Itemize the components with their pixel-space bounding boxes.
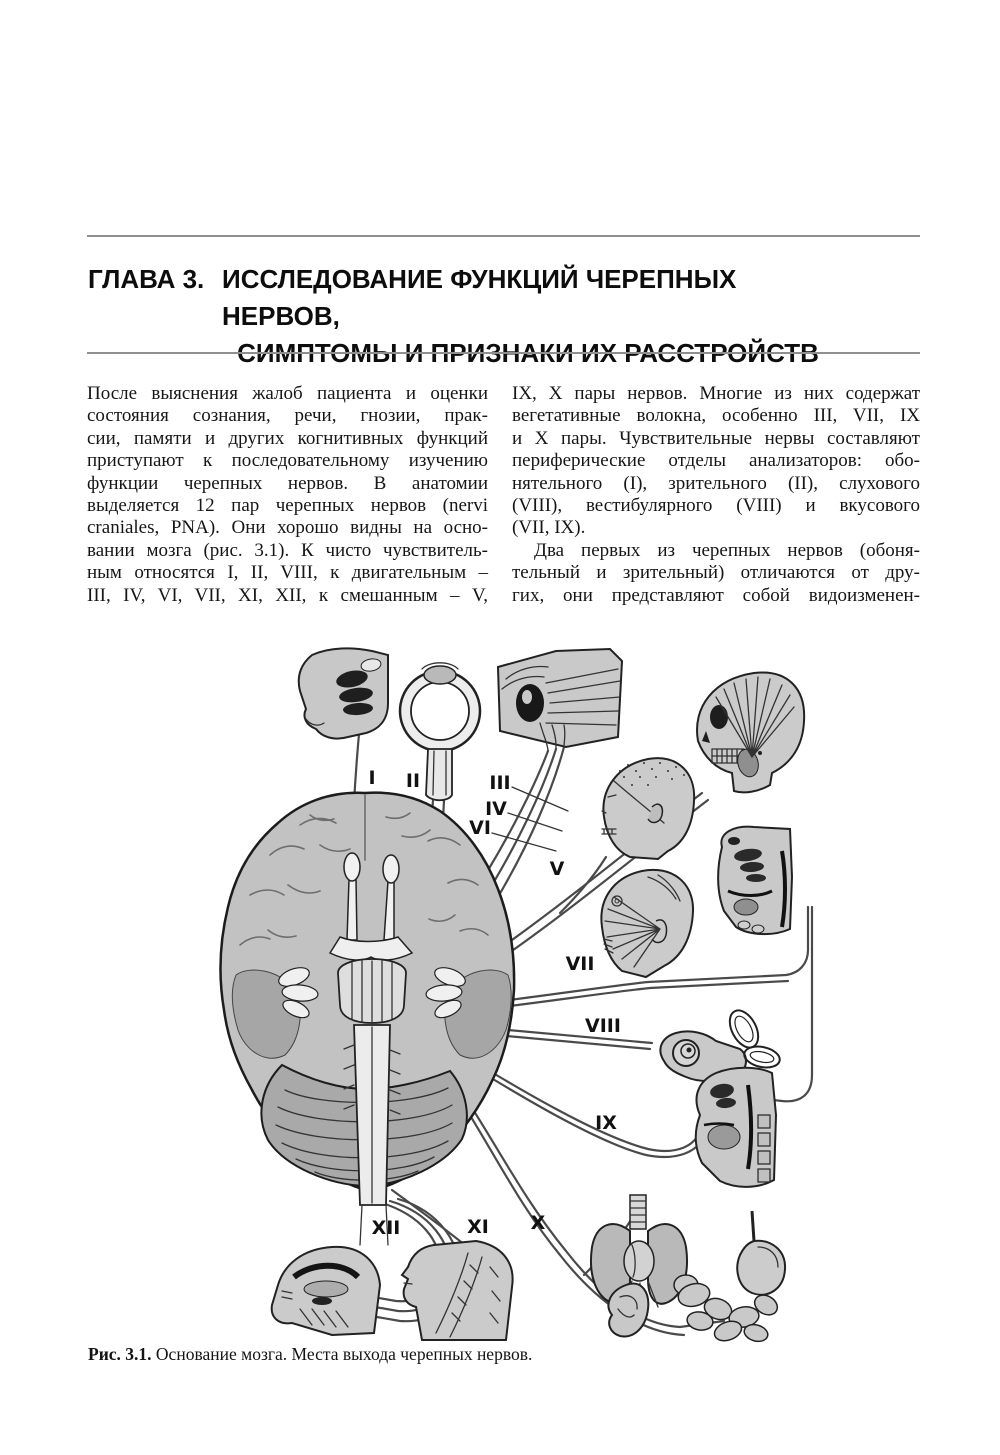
body-line: приступают к последовательному изучению	[87, 450, 488, 472]
organ-tongue-mouth-illustration	[270, 1245, 382, 1337]
body-line: функции черепных нервов. В анатомии	[87, 472, 488, 494]
label-nerve-i: I	[368, 767, 375, 789]
body-line: craniales, PNA). Они хорошо видны на осн…	[87, 517, 488, 539]
organ-nose-olfactory-illustration	[297, 647, 389, 740]
organ-eyeball-optic-illustration	[398, 662, 482, 802]
label-nerve-ix: IX	[595, 1112, 617, 1134]
body-line: вегетативные волокна, особенно III, VII,…	[512, 405, 920, 427]
figure-caption-text: Основание мозга. Места выхода черепных н…	[151, 1344, 533, 1364]
figure-caption-label: Рис. 3.1.	[88, 1344, 152, 1364]
leader-vi	[491, 832, 557, 852]
body-column-left: После выяснения жалоб пациента и оценки …	[87, 383, 488, 607]
heading-rule-bottom	[87, 352, 920, 354]
chapter-title-line1: ИССЛЕДОВАНИЕ ФУНКЦИЙ ЧЕРЕПНЫХ НЕРВОВ,	[222, 264, 737, 331]
arterial-branches	[278, 967, 466, 1019]
body-line: периферические отделы анализаторов: обо-	[512, 450, 920, 472]
label-nerve-v: V	[550, 858, 565, 880]
organ-face-mimic-muscles-illustration	[600, 868, 695, 979]
body-line: IX, X пары нервов. Многие из них содержа…	[512, 383, 920, 404]
body-line: Два первых из черепных нервов (обоня-	[534, 539, 920, 561]
label-nerve-xii: XII	[372, 1217, 401, 1239]
organ-skull-masticatory-illustration	[696, 671, 806, 794]
body-line: После выяснения жалоб пациента и оценки	[87, 383, 488, 404]
label-nerve-iii: III	[489, 772, 510, 794]
body-line: нятельного (I), зрительного (II), слухов…	[512, 472, 920, 494]
label-nerve-iv: IV	[485, 798, 507, 820]
label-nerve-ii: II	[406, 770, 420, 792]
brain-basal-view-illustration	[219, 791, 516, 1246]
label-nerve-xi: XI	[467, 1216, 489, 1238]
figure-caption: Рис. 3.1. Основание мозга. Места выхода …	[88, 1344, 532, 1365]
brain-base-cranial-nerves-figure: I II III IV VI V VII VIII IX X XI XII	[219, 647, 814, 1343]
scalp-stipple	[619, 762, 685, 786]
label-nerve-x: X	[531, 1212, 546, 1234]
body-line: (VII, IX).	[512, 517, 586, 539]
organ-nasal-oral-section-illustration	[717, 825, 794, 935]
organ-stomach-intestines-illustration	[673, 1210, 787, 1343]
body-line: вании мозга (рис. 3.1). К чисто чувствит…	[87, 539, 488, 561]
heading-rule-top	[87, 235, 920, 237]
body-line: тельный и зрительный) отличаются от дру-	[512, 562, 920, 584]
organ-pharynx-illustration	[694, 1066, 778, 1188]
label-nerve-vi: VI	[469, 817, 491, 839]
body-line: выделяется 12 пар черепных нервов (nervi	[87, 495, 488, 517]
body-line: гих, они представляют собой видоизменен-	[512, 584, 920, 606]
leader-iv	[507, 812, 563, 832]
label-nerve-viii: VIII	[585, 1015, 621, 1037]
organ-head-trigeminal-illustration	[601, 757, 696, 861]
nerve-number-labels: I II III IV VI V VII VIII IX X XI XII	[368, 767, 621, 1239]
body-line: сии, памяти и других когнитивных функций	[87, 427, 488, 449]
chapter-title: ИССЛЕДОВАНИЕ ФУНКЦИЙ ЧЕРЕПНЫХ НЕРВОВ, СИ…	[222, 261, 834, 372]
organ-ear-pinna-illustration	[607, 1282, 650, 1338]
body-column-right: IX, X пары нервов. Многие из них содержа…	[512, 383, 920, 607]
chapter-label: ГЛАВА 3.	[88, 264, 205, 294]
label-nerve-vii: VII	[566, 953, 595, 975]
organ-orbit-eye-muscles-illustration	[496, 647, 624, 752]
olfactory-tracts	[343, 852, 400, 941]
body-line: III, IV, VI, VII, XI, XII, к смешанным –…	[87, 584, 488, 606]
body-line: состояния сознания, речи, гнозии, прак-	[87, 405, 488, 427]
body-line: и X пары. Чувствительные нервы составляю…	[512, 427, 920, 449]
figure-3-1: I II III IV VI V VII VIII IX X XI XII	[0, 645, 1000, 1345]
body-line: (VIII), вестибулярного (VIII) и вкусовог…	[512, 495, 920, 517]
leader-iii	[511, 786, 569, 812]
organ-neck-muscles-illustration	[400, 1239, 514, 1341]
body-line: ным относятся I, II, VIII, к двигательны…	[87, 562, 488, 584]
